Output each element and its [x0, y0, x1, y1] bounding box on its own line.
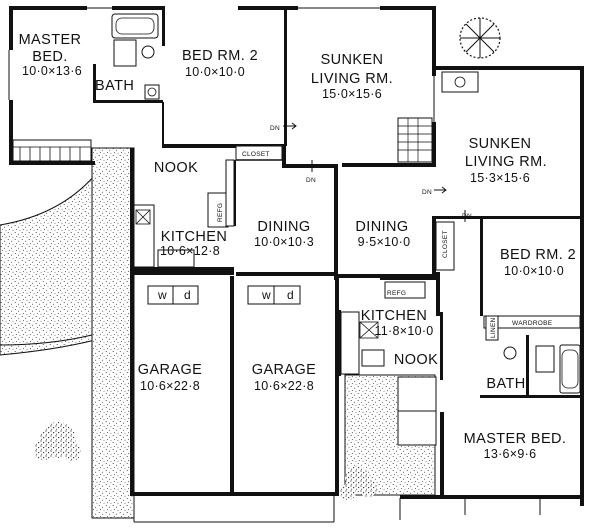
laundry-left	[147, 285, 199, 305]
dryer-label-middle: d	[287, 288, 294, 302]
step-block-2	[397, 410, 437, 446]
living-right-dims: 15·3×15·6	[470, 171, 530, 185]
porch-bottom-right	[399, 496, 541, 520]
refg-right-label: REFG	[387, 290, 406, 297]
bath-fixtures-right	[503, 344, 581, 394]
bed2-left-dims: 10·0×10·0	[185, 65, 245, 79]
fixture-labels: CLOSET CLOSET REFG REFG WARDROBE LINEN w…	[157, 125, 553, 338]
bath-left-name: BATH	[95, 78, 134, 94]
refg-left-label: REFG	[217, 203, 224, 222]
master-closet-left	[12, 139, 92, 162]
vanity-left	[113, 39, 137, 67]
kitchen-right-dims: 11·8×10·0	[374, 324, 433, 338]
dining-right-dims: 9·5×10·0	[358, 235, 411, 249]
bed2-left-name: BED RM. 2	[182, 48, 258, 64]
washer-label-left: w	[157, 288, 167, 302]
garage-1-name: GARAGE	[138, 362, 202, 378]
bath-fixtures-left	[111, 13, 160, 100]
garage-2-dims: 10·6×22·8	[254, 379, 314, 393]
master-bed-right-dims: 13·6×9·6	[484, 447, 537, 461]
master-bed-right-name: MASTER BED.	[464, 431, 567, 447]
bathtub-right	[559, 344, 581, 394]
toilet-left	[141, 45, 155, 59]
nook-left-name: NOOK	[154, 160, 198, 176]
master-bed-left-name-1: MASTER	[19, 32, 82, 48]
dining-left-dims: 10·0×10·3	[254, 235, 314, 249]
washer-label-middle: w	[261, 288, 271, 302]
closet-right-label: CLOSET	[442, 230, 449, 258]
step-block	[397, 376, 437, 412]
nook-right-name: NOOK	[394, 352, 438, 368]
driveway-curve	[0, 173, 96, 356]
windows	[8, 7, 435, 122]
kitchen-right-name: KITCHEN	[361, 308, 427, 324]
dining-right-name: DINING	[355, 219, 408, 235]
closet-right	[435, 221, 455, 271]
kitchen-counters-left	[133, 159, 235, 268]
bath-right-name: BATH	[486, 376, 525, 392]
living-right-name-1: SUNKEN	[469, 136, 532, 152]
fireplace-right	[441, 71, 479, 93]
kitchen-left-dims: 10·6×12·8	[160, 244, 220, 258]
site-landscaping	[0, 147, 437, 519]
bathtub-left	[111, 13, 159, 39]
wardrobe-label: WARDROBE	[512, 320, 553, 327]
stair-arrows	[283, 122, 466, 222]
shrub-bottom-center	[340, 466, 377, 500]
bed2-right-dims: 10·0×10·0	[504, 264, 564, 278]
dryer-label-left: d	[184, 288, 191, 302]
dn-label-4: DN	[462, 213, 472, 220]
closet-left-label: CLOSET	[242, 151, 270, 158]
kitchen-left-name: KITCHEN	[161, 229, 227, 245]
closet-left	[235, 145, 283, 161]
garage-1-dims: 10·6×22·8	[140, 379, 200, 393]
living-left-name-1: SUNKEN	[321, 52, 384, 68]
walls-left-house	[9, 6, 436, 496]
laundry-middle	[247, 285, 301, 305]
bed2-right-name: BED RM. 2	[500, 247, 576, 263]
walls-right-house	[338, 66, 584, 506]
porch-corner-left	[0, 334, 93, 346]
master-bed-left-name-2: BED.	[32, 49, 67, 65]
toilet-right	[503, 346, 517, 360]
dn-label-3: DN	[422, 189, 432, 196]
tree-top-right	[459, 17, 501, 59]
dining-left-name: DINING	[257, 219, 310, 235]
vanity-right	[535, 345, 555, 373]
room-labels: MASTER BED. 10·0×13·6 BATH BED RM. 2 10·…	[19, 32, 576, 461]
living-right-name-2: LIVING RM.	[465, 154, 547, 170]
kitchen-counters-right	[340, 281, 426, 375]
shrub-bottom-left	[34, 422, 81, 461]
garage-apron	[133, 496, 335, 523]
dn-label-1: DN	[270, 125, 280, 132]
linen-label: LINEN	[490, 317, 497, 338]
living-left-name-2: LIVING RM.	[311, 71, 393, 87]
garage-2-name: GARAGE	[252, 362, 316, 378]
master-bed-left-dims: 10·0×13·6	[22, 64, 82, 78]
wardrobe	[483, 315, 581, 329]
walkway	[91, 147, 135, 519]
linen-closet	[485, 315, 499, 341]
dn-label-2: DN	[306, 177, 316, 184]
living-left-dims: 15·0×15·6	[322, 87, 382, 101]
fireplace-left	[397, 117, 433, 163]
